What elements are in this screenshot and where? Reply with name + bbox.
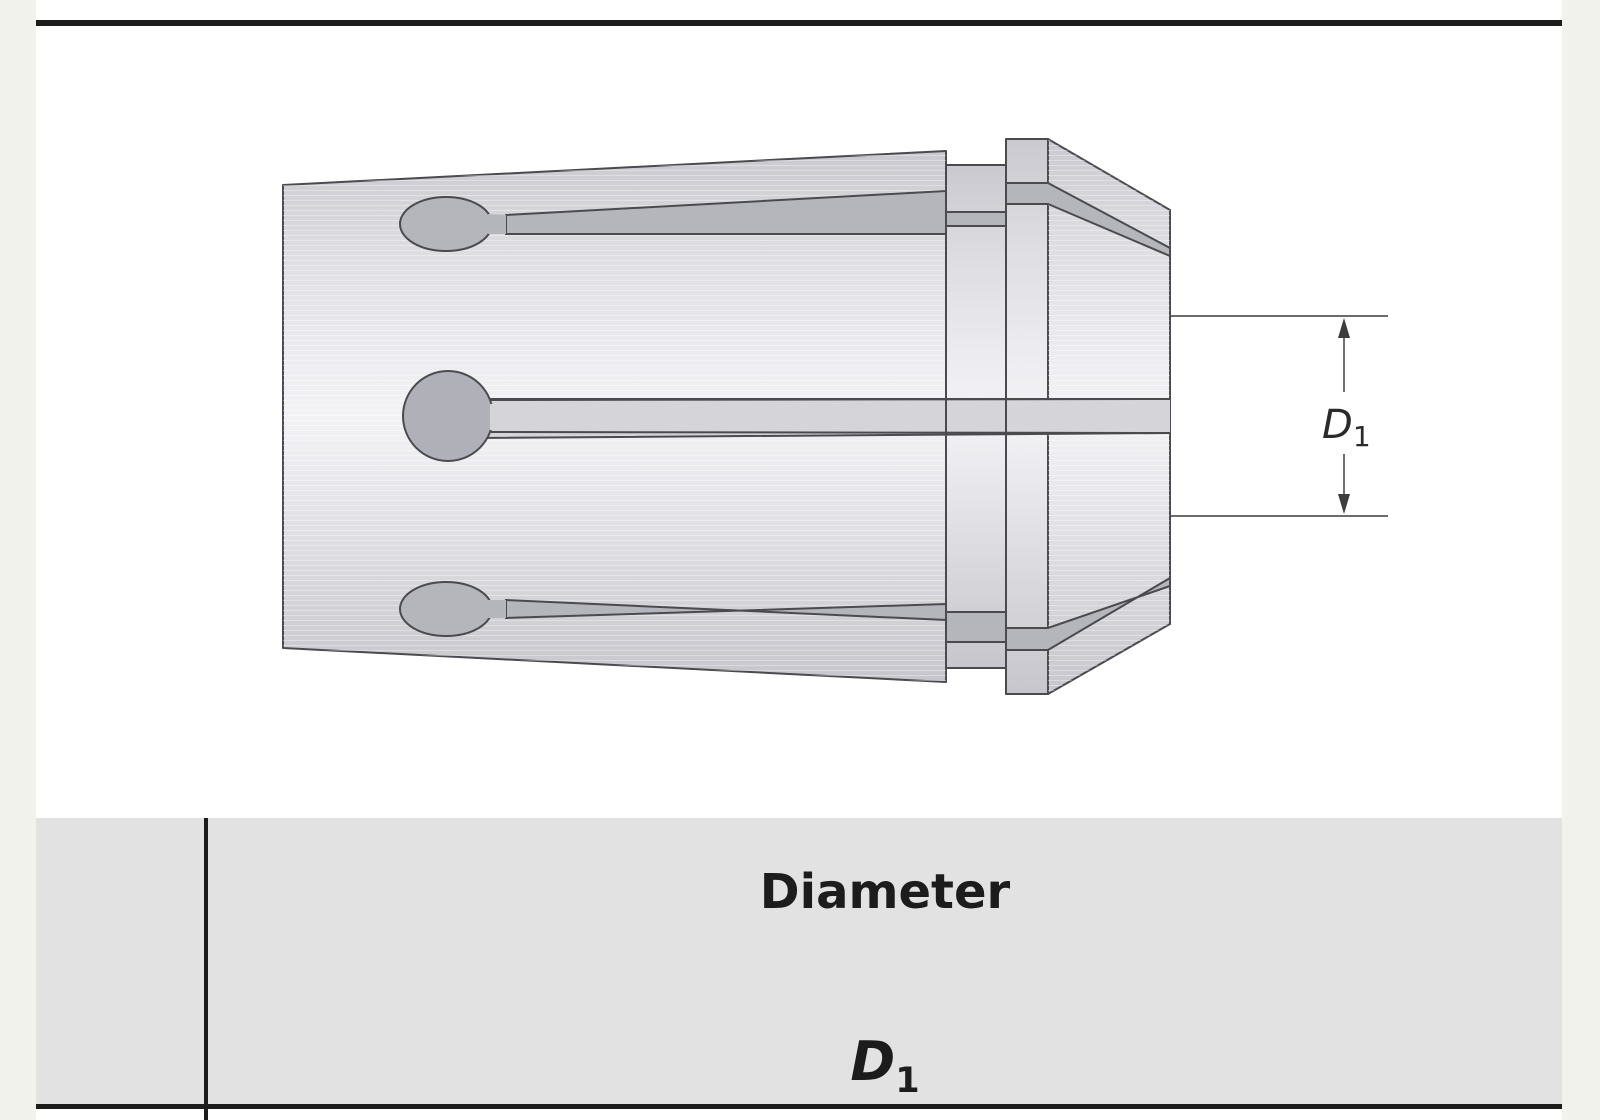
- upper-slot: [399, 182, 1171, 258]
- arrow-up-icon: [1338, 318, 1350, 338]
- column-divider: [204, 818, 208, 1120]
- header-symbol: D1: [208, 1030, 1562, 1101]
- upper-slot-relief: [399, 196, 493, 252]
- center-slot: [402, 370, 1171, 462]
- lower-slot: [399, 576, 1171, 651]
- header-symbol-subscript: 1: [895, 1059, 920, 1101]
- center-slot-relief: [402, 370, 494, 462]
- header-symbol-letter: D: [850, 1030, 896, 1093]
- dimension-label: D1: [1322, 402, 1371, 453]
- bottom-rule: [36, 1104, 1562, 1109]
- spec-sheet: D1 Diameter D1: [36, 0, 1562, 1120]
- dimension-d1: [1170, 315, 1388, 517]
- header-diameter: Diameter: [759, 864, 1011, 920]
- collet-drawing: D1: [282, 138, 1388, 695]
- arrow-down-icon: [1338, 494, 1350, 514]
- top-rule: [36, 20, 1562, 26]
- lower-slot-relief: [399, 581, 493, 637]
- table-header: [36, 818, 1562, 1106]
